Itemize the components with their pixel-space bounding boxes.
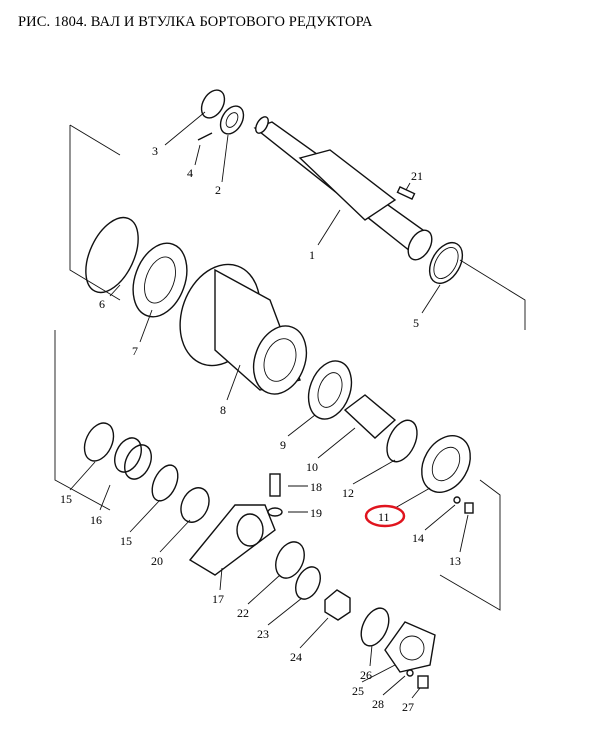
part-8-hub [179,263,308,395]
label-part-5: 5 [413,316,419,330]
label-part-10: 10 [306,460,318,474]
group-bracket-top [69,125,121,301]
label-part-9: 9 [280,438,286,452]
group-bracket-right [459,259,526,330]
part-24-nut [324,589,351,621]
label-part-25: 25 [352,684,364,698]
part-9-bearing [307,360,353,420]
label-part-11: 11 [378,510,390,524]
group-bracket-lower-right [439,479,501,611]
part-25-cover [384,621,436,673]
label-part-3: 3 [152,144,158,158]
part-10-sleeve [343,394,397,439]
label-part-4: 4 [187,166,193,180]
label-part-27: 27 [402,700,414,714]
label-part-7: 7 [132,344,138,358]
label-part-21: 21 [411,169,423,183]
label-part-12: 12 [342,486,354,500]
label-part-8: 8 [220,403,226,417]
part-19-washer [267,507,283,517]
label-part-23: 23 [257,627,269,641]
label-part-20: 20 [151,554,163,568]
part-26-o-ring [360,607,390,647]
label-part-2: 2 [215,183,221,197]
label-part-28: 28 [372,697,384,711]
figure-title: РИС. 1804. ВАЛ И ВТУЛКА БОРТОВОГО РЕДУКТ… [18,14,373,30]
label-part-1: 1 [309,248,315,262]
label-part-24: 24 [290,650,302,664]
part-4-screw [197,132,213,141]
label-part-17: 17 [212,592,224,606]
part-1-shaft [253,116,433,261]
leader-lines [69,111,469,699]
label-part-14: 14 [412,531,424,545]
part-13-bolt [464,502,474,514]
label-part-18: 18 [310,480,322,494]
part-22-spacer [275,541,305,579]
part-6-ring [85,216,139,294]
part-23-washer [295,566,321,600]
part-3-snap-ring [200,89,226,119]
part-15-o-ring-2 [151,464,179,502]
part-27-bolt [417,675,429,689]
part-16-seal [114,437,142,473]
label-part-15-second: 15 [120,534,132,548]
label-part-16: 16 [90,513,102,527]
label-part-13: 13 [449,554,461,568]
label-part-22: 22 [237,606,249,620]
part-5-seal-ring [428,242,464,284]
label-part-26: 26 [360,668,372,682]
label-part-19: 19 [310,506,322,520]
part-14-washer [453,496,461,504]
part-28-washer [406,669,414,677]
label-part-6: 6 [99,297,105,311]
part-20-bushing [180,487,210,523]
group-bracket-top-line [69,124,121,156]
part-18-bolt [269,473,281,497]
part-11-retainer [421,435,471,493]
part-15-o-ring [83,422,115,462]
part-2-lock-nut [219,105,245,135]
label-part-15: 15 [60,492,72,506]
highlight-circle-part-11 [364,504,406,528]
part-21-key [396,185,416,201]
group-bracket-left [54,330,111,511]
